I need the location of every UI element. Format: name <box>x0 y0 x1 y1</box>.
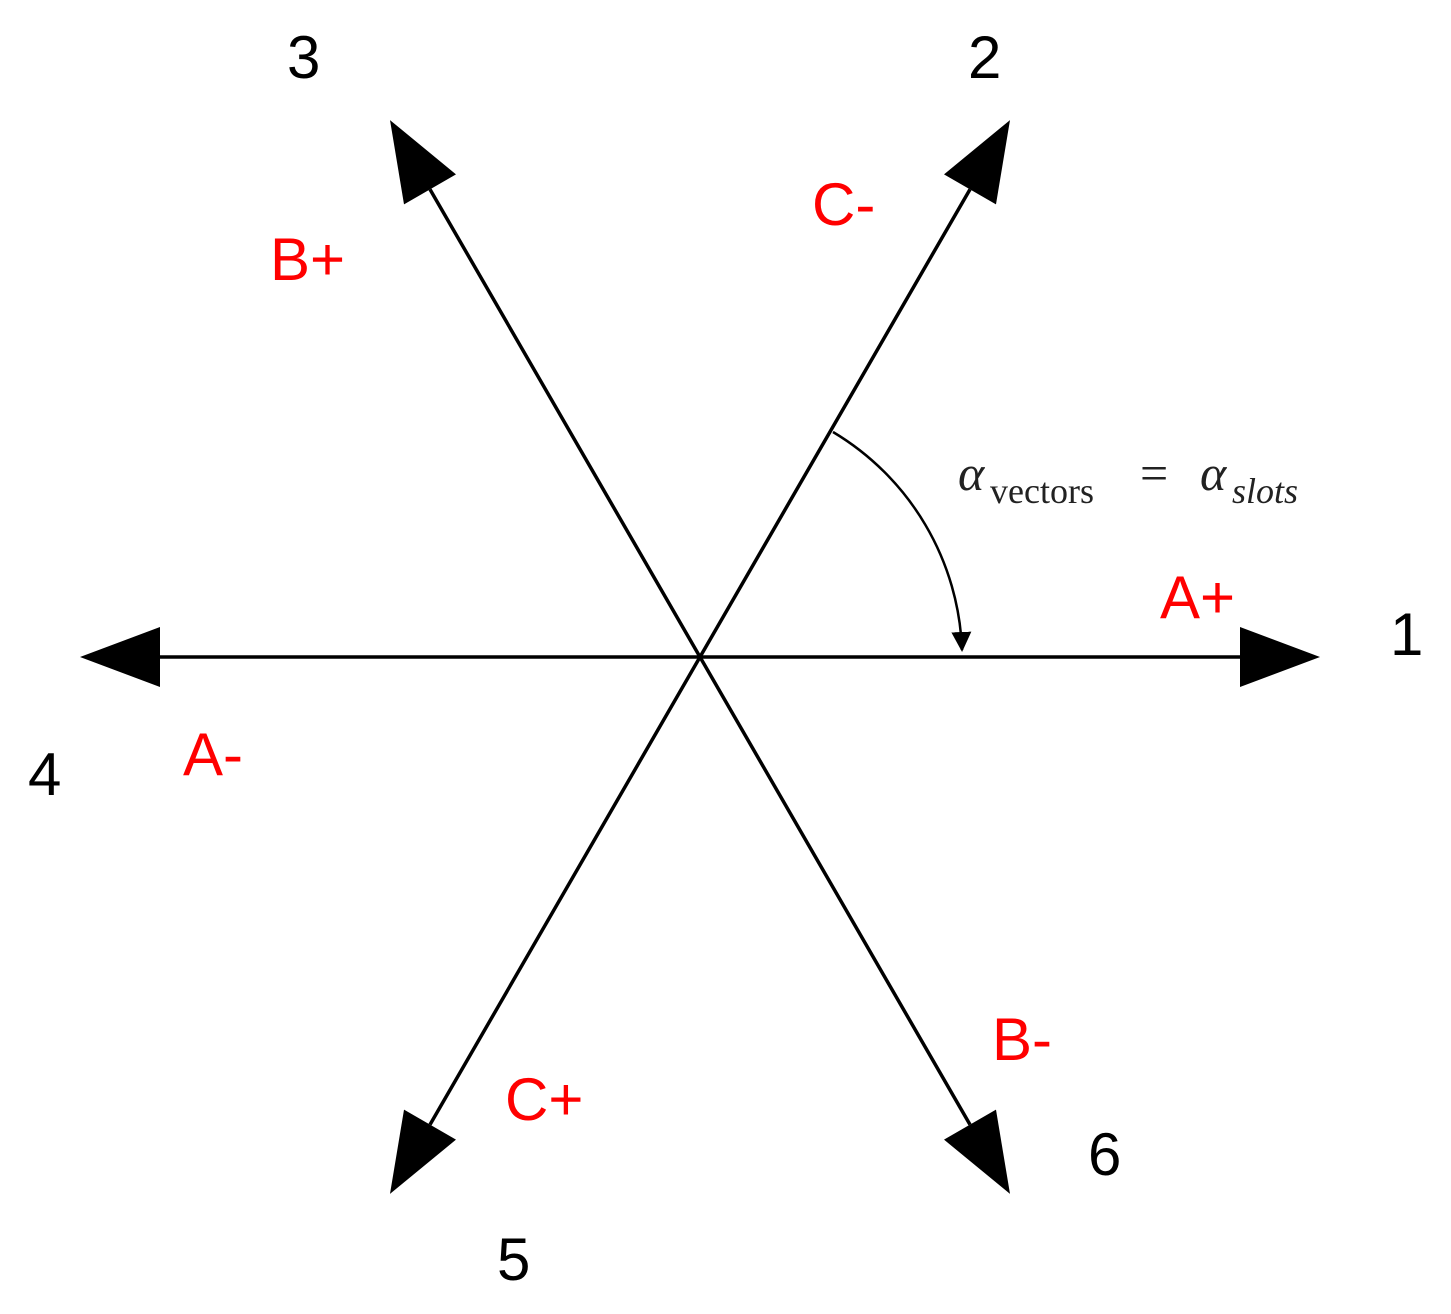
vector-number-2: 2 <box>968 24 1001 91</box>
vector-number-6: 6 <box>1088 1121 1121 1188</box>
vector-number-5: 5 <box>497 1226 530 1293</box>
formula-equals: = <box>1140 445 1168 501</box>
formula-alpha-left: α <box>958 445 986 501</box>
vector-5-arrowhead <box>390 1109 456 1194</box>
vector-number-3: 3 <box>287 24 320 91</box>
vector-1-arrowhead <box>1240 627 1320 687</box>
formula-alpha-right: α <box>1200 445 1228 501</box>
phase-label-c-minus: C- <box>812 171 875 238</box>
vector-2-arrowhead <box>944 120 1010 205</box>
phase-label-a-minus: A- <box>183 721 243 788</box>
angle-arc <box>832 430 972 652</box>
phase-label-a-plus: A+ <box>1160 564 1235 631</box>
vector-5-line <box>428 656 702 1126</box>
phase-label-b-minus: B- <box>992 1006 1052 1073</box>
vector-6-line <box>698 656 972 1126</box>
vector-3-arrowhead <box>390 120 456 205</box>
phase-label-c-plus: C+ <box>505 1066 583 1133</box>
vector-4-arrowhead <box>80 627 160 687</box>
vector-3-line <box>428 188 702 658</box>
vectors-layer <box>80 120 1320 1194</box>
formula-subscript-vectors: vectors <box>990 471 1094 511</box>
vector-number-4: 4 <box>28 741 61 808</box>
vector-2-line <box>698 188 972 658</box>
angle-formula: α vectors = α slots <box>958 445 1298 511</box>
vector-6-arrowhead <box>944 1109 1010 1194</box>
formula-subscript-slots: slots <box>1232 471 1298 511</box>
phase-label-b-plus: B+ <box>270 226 345 293</box>
vector-number-1: 1 <box>1390 601 1423 668</box>
